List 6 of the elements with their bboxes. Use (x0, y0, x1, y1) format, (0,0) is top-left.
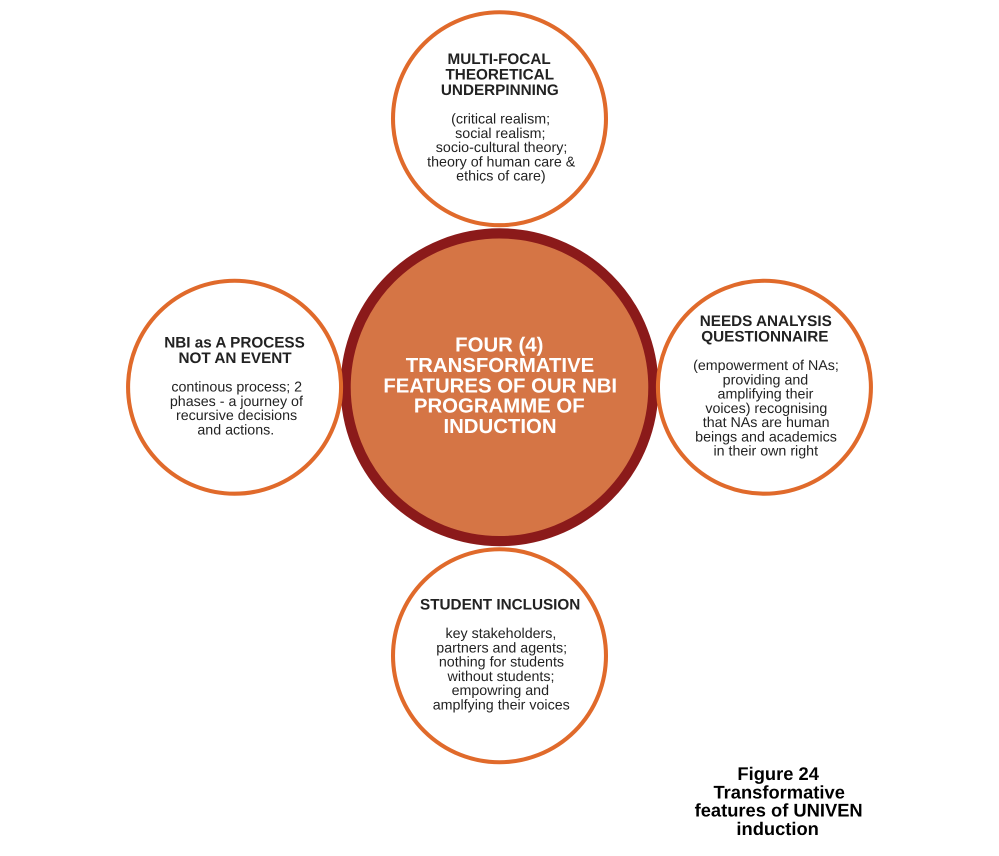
node-circle: STUDENT INCLUSION key stakeholders, partners and agents; nothing for students without students; empowring and amplfying their voices (390, 547, 608, 764)
node-circle: NBI as A PROCESS NOT AN EVENT continous process; 2 phases - a journey of recursive decisions and actions. (126, 278, 344, 496)
node-circle: NEEDS ANALYSIS QUESTIONNAIRE (empowerment of NAs; providing and amplifying their voices) recognising that NAs are human beings and academics in their own right (656, 278, 873, 496)
caption: Figure 24 Transformative features of UNIVEN induction (694, 762, 863, 839)
node-circle: FOUR (4) TRANSFORMATIVE FEATURES OF OUR NBI PROGRAMME OF INDUCTION (340, 228, 658, 546)
node-circle: MULTI-FOCAL THEORETICAL UNDERPINNING (critical realism; social realism; socio-cultural theory; theory of human care & ethics of care) (390, 10, 608, 228)
